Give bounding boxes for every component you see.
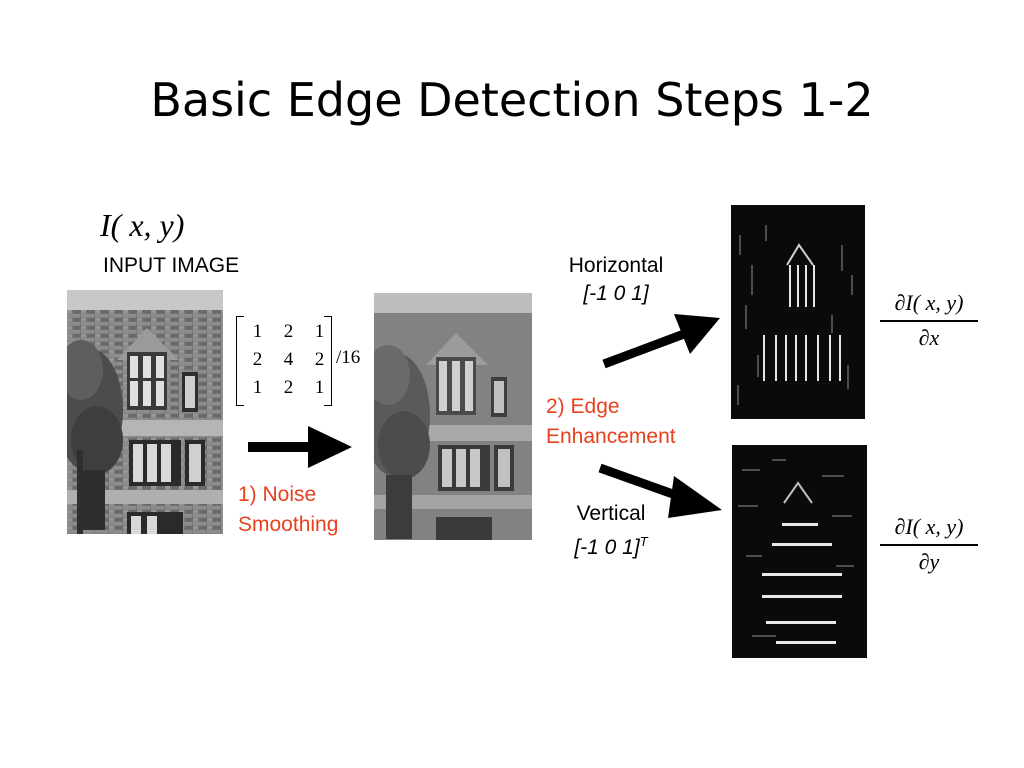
deriv-y-partial-symbol: ∂ bbox=[894, 514, 906, 539]
vertical-kernel: [-1 0 1] bbox=[574, 536, 640, 559]
smoothing-kernel-matrix: 1 2 1 2 4 2 1 2 1 /16 bbox=[232, 316, 372, 408]
kernel-row: 1 2 1 bbox=[242, 318, 335, 346]
deriv-x-denominator: ∂x bbox=[918, 324, 940, 350]
kernel-cell: 1 bbox=[314, 377, 325, 398]
step1-label-line1: 1) Noise bbox=[238, 483, 317, 506]
smoothed-image bbox=[374, 293, 532, 540]
horizontal-label: Horizontal bbox=[568, 254, 664, 277]
horizontal-label-group: Horizontal [-1 0 1] bbox=[556, 252, 676, 308]
vertical-edge-image bbox=[732, 445, 867, 658]
matrix-right-bracket bbox=[324, 316, 332, 406]
kernel-cell: 2 bbox=[283, 377, 294, 398]
vertical-kernel-transpose: T bbox=[639, 534, 648, 549]
input-image bbox=[67, 290, 223, 534]
kernel-row: 2 4 2 bbox=[242, 346, 335, 374]
step1-label-line2: Smoothing bbox=[238, 513, 339, 536]
deriv-x-args: ( x, y) bbox=[912, 290, 964, 315]
kernel-cell: 1 bbox=[252, 321, 263, 342]
vertical-arrow-icon bbox=[598, 463, 722, 518]
step1-label: 1) Noise Smoothing bbox=[238, 480, 338, 540]
kernel-cell: 2 bbox=[252, 349, 263, 370]
kernel-cell: 1 bbox=[314, 321, 325, 342]
deriv-y-args: ( x, y) bbox=[912, 514, 964, 539]
horizontal-edge-image bbox=[731, 205, 865, 419]
partial-derivative-x: ∂I( x, y) ∂x bbox=[880, 290, 978, 351]
vertical-label: Vertical bbox=[576, 502, 646, 525]
deriv-x-function: I bbox=[905, 290, 913, 315]
slide-title: Basic Edge Detection Steps 1-2 bbox=[150, 73, 874, 127]
input-function-args: ( x, y) bbox=[110, 207, 185, 243]
horizontal-arrow-icon bbox=[602, 314, 720, 369]
horizontal-kernel: [-1 0 1] bbox=[583, 282, 649, 305]
step2-label-line1: 2) Edge bbox=[546, 395, 620, 418]
input-function: I( x, y) bbox=[100, 205, 184, 245]
deriv-x-partial-symbol: ∂ bbox=[894, 290, 906, 315]
input-image-label: INPUT IMAGE bbox=[103, 254, 240, 277]
deriv-y-numerator: ∂I( x, y) bbox=[880, 514, 978, 540]
deriv-y-function: I bbox=[905, 514, 913, 539]
deriv-x-numerator: ∂I( x, y) bbox=[880, 290, 978, 316]
partial-derivative-y: ∂I( x, y) ∂y bbox=[880, 514, 978, 575]
kernel-row: 1 2 1 bbox=[242, 374, 335, 402]
input-function-symbol: I bbox=[100, 207, 111, 243]
step2-label-line2: Enhancement bbox=[546, 425, 676, 448]
matrix-left-bracket bbox=[236, 316, 244, 406]
kernel-cell: 1 bbox=[252, 377, 263, 398]
deriv-x-fraction-bar bbox=[880, 320, 978, 322]
deriv-y-denominator: ∂y bbox=[918, 548, 940, 574]
kernel-table: 1 2 1 2 4 2 1 2 1 bbox=[242, 318, 335, 402]
smoothing-arrow-icon bbox=[248, 426, 352, 468]
kernel-cell: 2 bbox=[314, 349, 325, 370]
kernel-divisor: /16 bbox=[336, 347, 361, 368]
deriv-y-fraction-bar bbox=[880, 544, 978, 546]
step2-label: 2) Edge Enhancement bbox=[546, 392, 676, 452]
vertical-label-group: Vertical [-1 0 1]T bbox=[556, 500, 666, 562]
kernel-cell: 4 bbox=[283, 349, 294, 370]
kernel-cell: 2 bbox=[283, 321, 294, 342]
